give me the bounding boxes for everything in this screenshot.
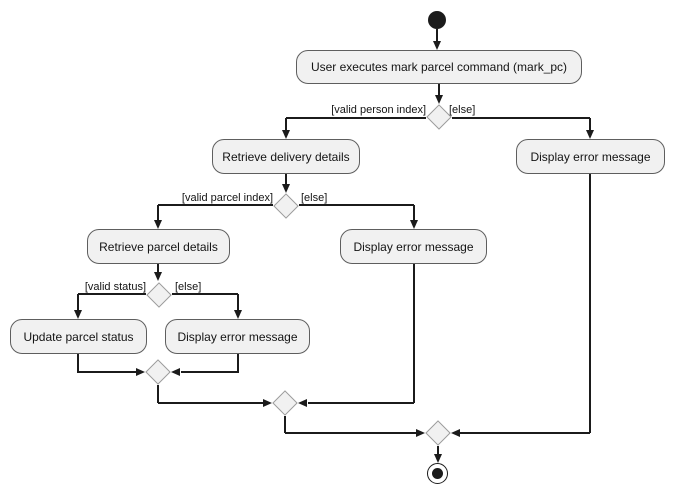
- arrowhead-icon: [153, 272, 162, 281]
- merge-status-diamond: [145, 359, 171, 385]
- edge-start-to-command: [436, 29, 438, 42]
- arrowhead-icon: [153, 220, 162, 229]
- arrowhead-icon: [136, 367, 145, 376]
- merge-person-diamond: [425, 420, 451, 446]
- arrowhead-icon: [171, 367, 180, 376]
- edge-parcel-valid-v: [157, 205, 159, 220]
- activity-display-error-person: Display error message: [516, 139, 665, 174]
- edge-person-else-v: [589, 118, 591, 130]
- arrowhead-icon: [585, 130, 594, 139]
- edge-person-else-h: [452, 117, 590, 119]
- arrowhead-icon: [432, 41, 441, 50]
- arrowhead-icon: [434, 95, 443, 104]
- edge-parcel-else-v: [413, 205, 415, 220]
- edge-person-valid-h: [286, 117, 426, 119]
- guard-valid-status: [valid status]: [84, 281, 146, 293]
- arrowhead-icon: [298, 398, 307, 407]
- edge-status-else-h: [172, 293, 238, 295]
- activity-retrieve-delivery-details: Retrieve delivery details: [212, 139, 360, 174]
- edge-errparcel-to-mergeparcel-h: [308, 402, 414, 404]
- edge-mergestatus-to-mergeparcel-v: [157, 385, 159, 403]
- edge-errperson-to-mergeperson-v: [589, 174, 591, 433]
- arrowhead-icon: [451, 428, 460, 437]
- arrowhead-icon: [409, 220, 418, 229]
- activity-retrieve-parcel-details: Retrieve parcel details: [87, 229, 230, 264]
- guard-else-status: [else]: [175, 281, 202, 293]
- edge-errperson-to-mergeperson-h: [460, 432, 590, 434]
- activity-user-executes-mark-parcel: User executes mark parcel command (mark_…: [296, 50, 582, 84]
- initial-node: [428, 11, 446, 29]
- guard-valid-parcel-index: [valid parcel index]: [181, 192, 273, 204]
- arrowhead-icon: [416, 428, 425, 437]
- merge-parcel-diamond: [272, 390, 298, 416]
- edge-mergestatus-to-mergeparcel-h: [158, 402, 263, 404]
- edge-parcel-to-decision-status: [157, 264, 159, 273]
- edge-status-valid-v: [77, 294, 79, 310]
- arrowhead-icon: [73, 310, 82, 319]
- edge-update-to-merge-v: [77, 354, 79, 373]
- edge-parcel-valid-h: [158, 204, 273, 206]
- edge-mergeparcel-to-mergeperson-h: [285, 432, 416, 434]
- final-node-dot: [432, 468, 443, 479]
- edge-delivery-to-decision-parcel: [285, 174, 287, 184]
- edge-status-valid-h: [78, 293, 146, 295]
- activity-display-error-parcel: Display error message: [340, 229, 487, 264]
- arrowhead-icon: [281, 130, 290, 139]
- edge-parcel-else-h: [299, 204, 414, 206]
- activity-update-parcel-status: Update parcel status: [10, 319, 147, 354]
- edge-person-valid-v: [285, 118, 287, 130]
- guard-else-person: [else]: [449, 104, 476, 116]
- edge-errparcel-to-mergeparcel-v: [413, 264, 415, 403]
- edge-merge-to-final: [437, 446, 439, 455]
- edge-errstatus-to-merge-v: [237, 354, 239, 373]
- edge-errstatus-to-merge-h: [181, 371, 238, 373]
- final-node: [427, 463, 448, 484]
- edge-status-else-v: [237, 294, 239, 310]
- edge-update-to-merge-h: [78, 371, 136, 373]
- activity-display-error-status: Display error message: [165, 319, 310, 354]
- decision-valid-parcel-index: [273, 193, 299, 219]
- guard-valid-person-index: [valid person index]: [331, 104, 426, 116]
- decision-valid-person-index: [426, 104, 452, 130]
- arrowhead-icon: [233, 310, 242, 319]
- guard-else-parcel: [else]: [301, 192, 328, 204]
- decision-valid-status: [146, 282, 172, 308]
- arrowhead-icon: [281, 184, 290, 193]
- arrowhead-icon: [263, 398, 272, 407]
- edge-mergeparcel-to-mergeperson-v: [284, 416, 286, 433]
- arrowhead-icon: [433, 454, 442, 463]
- edge-command-to-decision-person: [438, 84, 440, 95]
